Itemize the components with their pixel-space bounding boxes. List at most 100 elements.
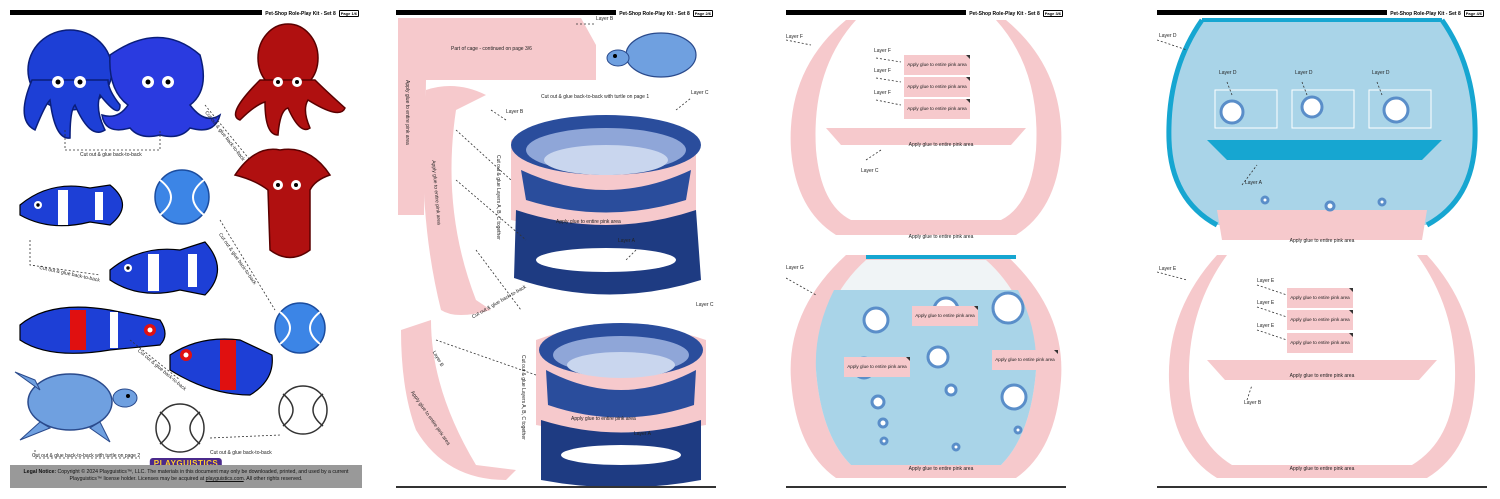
octopus-caption: Cut out & glue back-to-back: [80, 152, 142, 158]
tennis-ball-icon-2: [274, 302, 326, 354]
layer-f2-label: Layer F: [874, 68, 891, 74]
page-3-artwork: [786, 20, 1062, 478]
glue-box-text: Apply glue to entire pink area: [915, 313, 975, 319]
header-title: Pet-Shop Role-Play Kit - Set 8: [969, 11, 1040, 17]
glue-box-e3: Apply glue to entire pink area: [1287, 333, 1353, 353]
legal-suffix: . All other rights reserved.: [243, 476, 303, 482]
glue-vertical-label: Apply glue to entire pink area: [404, 80, 410, 145]
glue-box-f2: Apply glue to entire pink area: [904, 77, 970, 97]
page-2-artwork: [398, 18, 706, 488]
layer-d2-label: Layer D: [1295, 70, 1313, 76]
blue-octopus-curly-icon: [101, 36, 222, 138]
glue-box-text: Apply glue to entire pink area: [907, 84, 967, 90]
layer-c-label: Layer C: [691, 90, 709, 96]
page-number: Page 4/6: [1463, 10, 1484, 17]
blue-octopus-icon: [23, 29, 121, 139]
cut-guides: [435, 23, 692, 376]
clownfish-icon: [19, 184, 124, 227]
red-clownfish-icon: [19, 306, 166, 354]
glue-box-text: Apply glue to entire pink area: [995, 357, 1055, 363]
layer-a-label: Layer A: [1245, 180, 1262, 186]
header-title: Pet-Shop Role-Play Kit - Set 8: [265, 11, 336, 17]
turtle-icon: [14, 371, 138, 443]
layer-d-label: Layer D: [1159, 33, 1177, 39]
turtle-icon: [606, 32, 697, 78]
bed-strip: [423, 86, 491, 315]
header-title: Pet-Shop Role-Play Kit - Set 8: [1390, 11, 1461, 17]
layer-f-label: Layer F: [786, 34, 803, 40]
glue-box-e2: Apply glue to entire pink area: [1287, 310, 1353, 330]
bed-strip-2: [401, 320, 516, 480]
layer-e-label: Layer E: [1159, 266, 1177, 272]
glue-box-text: Apply glue to entire pink area: [1290, 317, 1350, 323]
layer-a-label: Layer A: [618, 238, 635, 244]
bowl-ring-bottom: [1168, 255, 1476, 478]
layer-b2-label: Layer B: [506, 109, 524, 115]
clownfish-icon-2: [109, 241, 218, 296]
layer-f3-label: Layer F: [874, 90, 891, 96]
glue-bottom2-label: Apply glue to entire pink area: [1289, 466, 1355, 472]
bottom-bar: [786, 486, 1066, 488]
cut-guides: [29, 104, 281, 459]
top-bar: [1157, 10, 1487, 15]
ball-bottom-caption: Cut out & glue back-to-back: [210, 450, 272, 456]
top-bar: [396, 10, 716, 15]
layer-g-label: Layer G: [786, 265, 804, 271]
cage-piece: [398, 18, 596, 215]
layer-c2-label: Layer C: [696, 302, 714, 308]
layer-e2-label: Layer E: [1257, 300, 1275, 306]
white-ball-icon-2: [278, 385, 328, 435]
playguistics-logo: PLAYGUISTICS: [149, 458, 223, 469]
bowl-rim-left: [1166, 18, 1219, 228]
pet-bed-icon: [511, 115, 701, 295]
red-clownfish-icon-2: [169, 338, 273, 396]
cage-note: Part of cage - continued on page 3/6: [451, 46, 532, 52]
legal-notice: Legal Notice: Copyright © 2024 Playguist…: [10, 465, 362, 488]
page-4-artwork: [1157, 18, 1478, 478]
glue-box-water1: Apply glue to entire pink area: [912, 306, 978, 326]
legal-link[interactable]: playguistics.com: [205, 476, 244, 482]
tennis-ball-icon: [154, 169, 210, 225]
page-number: Page 3/6: [1042, 10, 1063, 17]
glue-pink2-label: Apply glue to entire pink area: [571, 416, 636, 422]
glue-box-f3: Apply glue to entire pink area: [904, 99, 970, 119]
glue-bottom-label: Apply glue to entire pink area: [1289, 238, 1355, 244]
glue-box-water3: Apply glue to entire pink area: [992, 350, 1058, 370]
header-title: Pet-Shop Role-Play Kit - Set 8: [619, 11, 690, 17]
cut-guides: [786, 39, 902, 296]
glue-box-e1: Apply glue to entire pink area: [1287, 288, 1353, 308]
bowl-ledge: [1207, 140, 1442, 160]
glue-strip-label: Apply glue to entire pink area: [1289, 373, 1355, 379]
layer-d3-label: Layer D: [1372, 70, 1390, 76]
layer-d1-label: Layer D: [1219, 70, 1237, 76]
bottom-bar: [396, 486, 716, 488]
layer-b-label: Layer B: [1244, 400, 1262, 406]
layer-a2-label: Layer A: [634, 431, 651, 437]
bowl-rim-right: [1425, 18, 1478, 228]
pet-bed-icon-2: [536, 323, 706, 488]
glue-box-text: Apply glue to entire pink area: [1290, 340, 1350, 346]
page-number: Page 1/6: [338, 10, 359, 17]
layer-b-label: Layer B: [596, 16, 614, 22]
page-1-artwork: [14, 23, 346, 459]
glue-box-text: Apply glue to entire pink area: [847, 364, 907, 370]
bowl-strip: [826, 128, 1026, 145]
legal-heading: Legal Notice:: [23, 469, 57, 475]
bowl-rim: [866, 255, 1016, 259]
glue-box-text: Apply glue to entire pink area: [907, 62, 967, 68]
red-octopus-curly-icon: [233, 148, 332, 259]
layer-e1-label: Layer E: [1257, 278, 1275, 284]
top-bar: [786, 10, 1066, 15]
bowl-ring-top: [790, 20, 1062, 235]
layers-note: Cut out & glue Layers A, B, C together: [495, 155, 501, 240]
white-ball-icon: [155, 403, 205, 453]
bubbles-icon: [1219, 95, 1410, 212]
glue-bottom2-label: Apply glue to entire pink area: [908, 466, 974, 472]
legal-text: Copyright © 2024 Playguistics™, LLC. The…: [57, 469, 349, 482]
cut-guides: [1157, 39, 1383, 401]
